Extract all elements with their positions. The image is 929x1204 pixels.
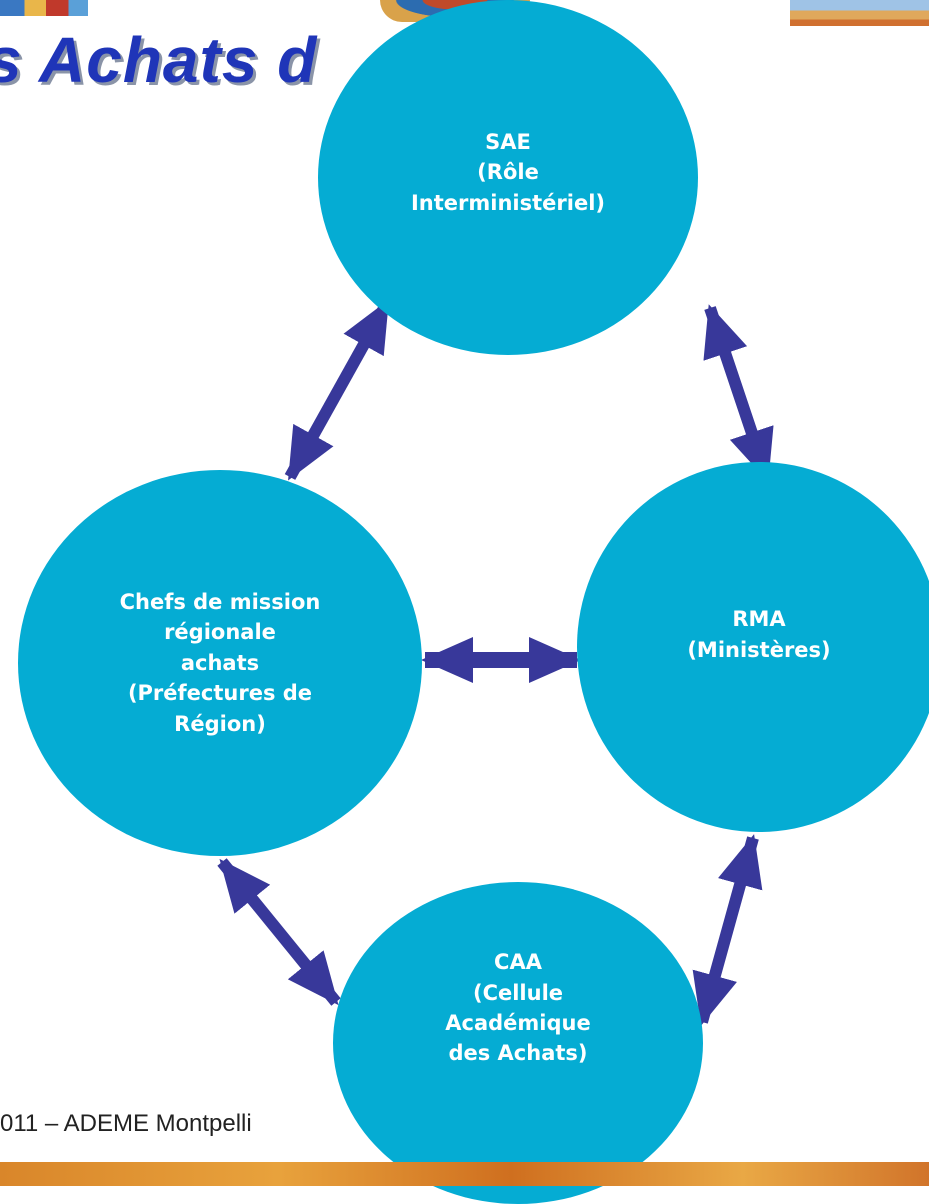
node-caa-label: CAA (Cellule Académique des Achats)	[445, 950, 591, 1066]
node-rma: RMA (Ministères)	[577, 462, 929, 832]
arrow-sae-chefs	[284, 299, 393, 481]
slide-title: s Achats d	[0, 24, 318, 96]
decorative-image-right	[790, 0, 929, 26]
decorative-band-bottom	[0, 1162, 929, 1186]
arrow-rma-caa	[692, 834, 763, 1026]
arrow-sae-rma	[703, 304, 774, 482]
node-chefs-de-mission: Chefs de mission régionale achats (Préfe…	[18, 470, 422, 856]
node-rma-label: RMA (Ministères)	[687, 607, 831, 662]
node-sae-label: SAE (Rôle Interministériel)	[410, 129, 605, 215]
arrow-chefs-caa	[217, 858, 341, 1006]
node-sae: SAE (Rôle Interministériel)	[318, 0, 698, 355]
footer-text: 011 – ADEME Montpelli	[0, 1110, 252, 1137]
node-chefs-de-mission-label: Chefs de mission régionale achats (Préfe…	[119, 589, 321, 736]
decorative-image-left	[0, 0, 88, 16]
node-caa: CAA (Cellule Académique des Achats)	[333, 882, 703, 1204]
